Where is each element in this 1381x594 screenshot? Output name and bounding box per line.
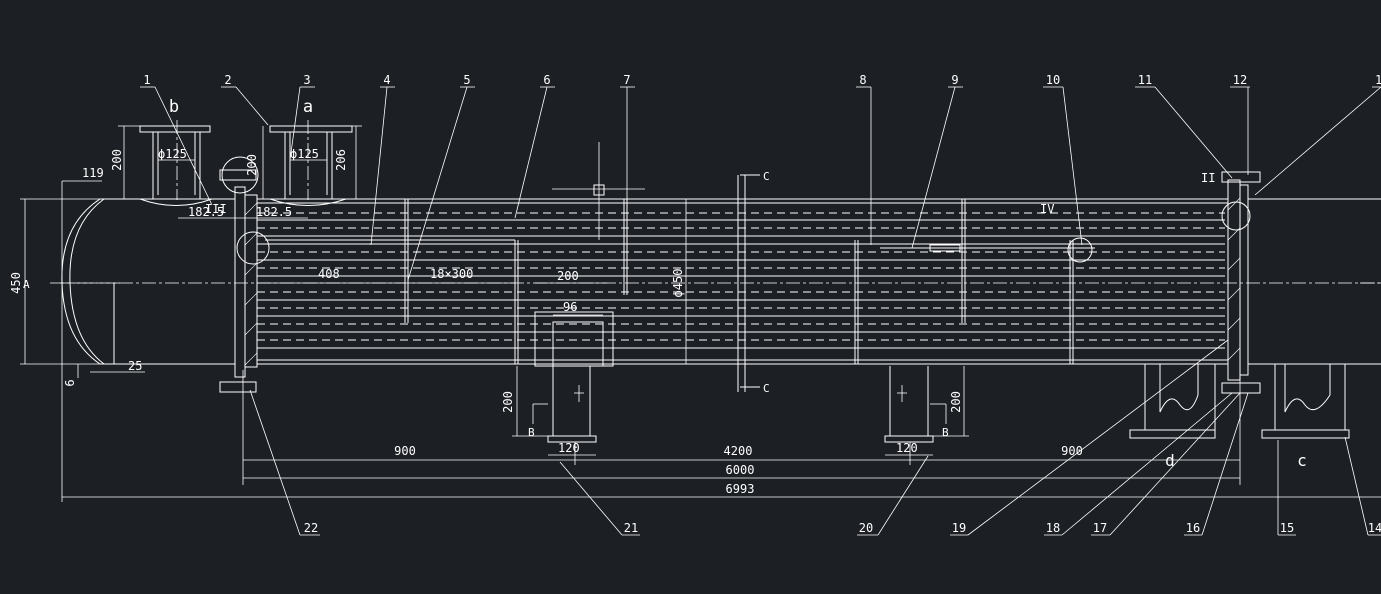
dim-phi450: ϕ450 [671,269,685,298]
part-label-1: 1 [143,73,150,87]
dim-18x300: 18×300 [430,267,473,281]
left-flange [219,156,270,393]
section-label-B-left: B [528,426,535,439]
section-label-B-right: B [942,426,949,439]
part-label-11: 11 [1138,73,1152,87]
dim-phi125-a: ϕ125 [290,147,319,161]
part-label-4: 4 [383,73,390,87]
dim-phi125-b: ϕ125 [158,147,187,161]
leader-lines-bottom [249,339,1381,536]
dim-200-center: 200 [557,269,579,283]
support-section-c: c [1261,364,1350,470]
part-label-21: 21 [624,521,638,535]
detail-label-II: II [1201,171,1215,185]
callout-letters: b a III IV II A B B [23,97,1215,439]
dim-200-support-left: 200 [501,391,515,413]
dim-96: 96 [563,300,577,314]
part-label-22: 22 [304,521,318,535]
part-label-8: 8 [859,73,866,87]
dim-206: 206 [334,149,348,171]
baffles [404,199,1074,364]
part-label-6: 6 [543,73,550,87]
nozzle-label-b: b [169,97,179,117]
dim-900-left: 900 [394,444,416,458]
leader-lines-top [154,86,1381,295]
dim-200-support-right: 200 [949,391,963,413]
tube-bundle [257,212,1225,349]
dim-182-5-left: 182.5 [188,205,224,219]
part-label-20: 20 [859,521,873,535]
dim-182-5-right: 182.5 [256,205,292,219]
section-c-label-bottom: C [763,382,770,395]
dim-4200: 4200 [724,444,753,458]
support-right [884,366,934,443]
dim-25: 25 [128,359,142,373]
left-head [60,198,235,365]
part-label-13: 13 [1375,73,1381,87]
dimension-texts: 119 200 ϕ125 ϕ125 206 200 182.5 182.5 45… [9,147,1083,496]
part-label-16: 16 [1186,521,1200,535]
dim-6993: 6993 [726,482,755,496]
section-label-c: c [1297,451,1307,470]
vent-nozzle [552,142,645,240]
part-label-14: 14 [1368,521,1381,535]
dim-408: 408 [318,267,340,281]
dim-450-left: 450 [9,272,23,294]
support-left [534,311,614,443]
section-label-d: d [1165,451,1175,470]
part-label-10: 10 [1046,73,1060,87]
nozzle-b [139,120,213,206]
detail-label-III: III [205,202,227,216]
section-label-A: A [23,278,30,291]
part-label-15: 15 [1280,521,1294,535]
part-label-9: 9 [951,73,958,87]
section-c-label-top: C [763,170,770,183]
part-labels-top: 1 2 3 4 5 6 7 8 9 10 11 12 13 [143,73,1381,87]
dim-120-left: 120 [558,441,580,455]
part-label-19: 19 [952,521,966,535]
part-label-2: 2 [224,73,231,87]
dim-200-mid: 200 [245,154,259,176]
shell [50,198,1381,365]
part-label-18: 18 [1046,521,1060,535]
dim-6: 6 [63,379,77,386]
dim-119: 119 [82,166,104,180]
dimension-lines [20,125,1381,502]
dim-200-nozzle-b: 200 [110,149,124,171]
part-label-17: 17 [1093,521,1107,535]
part-label-3: 3 [303,73,310,87]
tie-rods [265,237,1095,263]
dim-900-right: 900 [1061,444,1083,458]
part-label-7: 7 [623,73,630,87]
dim-120-right: 120 [896,441,918,455]
part-labels-bottom: 22 21 20 19 18 17 16 15 14 [304,521,1381,535]
nozzle-label-a: a [303,97,313,117]
detail-label-IV: IV [1040,202,1054,216]
support-section-d: d [1129,364,1216,470]
dim-6000: 6000 [726,463,755,477]
section-c-cut: C C [737,170,770,395]
part-label-5: 5 [463,73,470,87]
right-tubesheet [1221,171,1381,394]
part-label-12: 12 [1233,73,1247,87]
